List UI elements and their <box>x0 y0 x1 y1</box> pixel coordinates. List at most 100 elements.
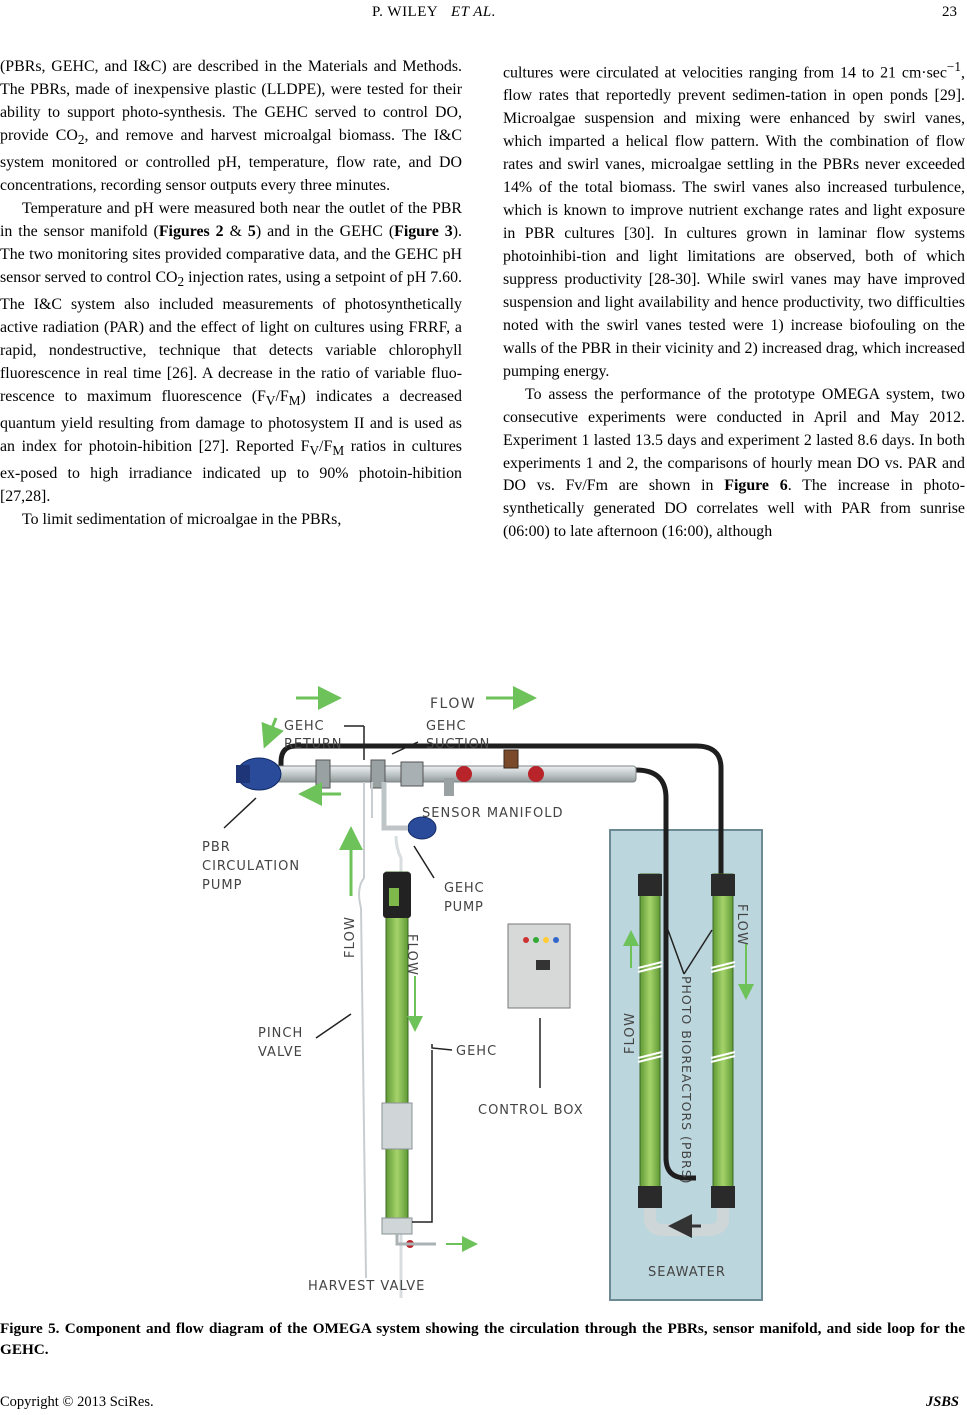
gehc-suction-label: GEHC <box>426 719 466 734</box>
figure-reference: Figures 2 <box>158 222 224 240</box>
leader-line <box>667 929 713 975</box>
right-text-column: cultures were circulated at velocities r… <box>503 56 965 544</box>
gehc-pump-label: GEHC <box>444 881 484 896</box>
text-run: , and remove and harvest microalgal biom… <box>0 126 462 194</box>
leader-line <box>413 845 435 879</box>
figure-reference: 5 <box>247 222 256 240</box>
pbr-cap <box>638 874 662 896</box>
text-run: Temperature and pH were measured both ne… <box>0 199 462 240</box>
text-run: cultures were circulated at velocities r… <box>503 64 947 82</box>
gehc-column <box>385 871 409 1223</box>
red-valve-handle <box>456 766 472 782</box>
subscript: 2 <box>77 132 85 148</box>
omega-system-diagram: FLOW GEHC RETURN GEHC SUCTION SENSOR MAN… <box>196 678 764 1304</box>
figure-reference: Figure 3 <box>394 222 453 240</box>
page-header: P. WILEY ET AL. 23 <box>0 2 967 26</box>
flow-label: FLOW <box>404 934 419 976</box>
text-run: To assess the performance of the prototy… <box>503 385 965 495</box>
left-text-column: (PBRs, GEHC, and I&C) are described in t… <box>0 56 462 532</box>
text-run: , flow rates that reportedly prevent sed… <box>503 64 965 380</box>
text-run: (PBRs, GEHC, and I&C) are described in t… <box>0 58 462 144</box>
text-run: ratios in cultures ex-posed to high irra… <box>0 437 462 505</box>
control-box <box>507 923 571 1009</box>
leader-line <box>223 797 257 829</box>
pinch-valve-label: VALVE <box>258 1045 303 1060</box>
indicator-light <box>543 937 549 943</box>
gehc-suction-label: SUCTION <box>426 737 490 752</box>
tube-break <box>710 1051 736 1063</box>
indicator-light <box>533 937 539 943</box>
text-run: ) indicates a decreased quantum yield re… <box>0 387 462 455</box>
gehc-pump-label: PUMP <box>444 900 484 915</box>
figure-5-diagram: FLOW GEHC RETURN GEHC SUCTION SENSOR MAN… <box>196 678 764 1304</box>
author-name: P. WILEY <box>372 4 439 20</box>
supply-hose <box>278 743 724 883</box>
pbr-tube-right <box>712 873 734 1203</box>
figure-reference: Figure 6 <box>724 477 788 495</box>
paragraph: To assess the performance of the prototy… <box>503 384 965 545</box>
indicator-light <box>523 937 529 943</box>
pinch-valve-label: PINCH <box>258 1026 303 1041</box>
gehc-pump-line <box>381 782 408 831</box>
return-hose <box>281 767 696 1181</box>
sensor-manifold-label: SENSOR MANIFOLD <box>422 806 563 821</box>
photobioreactors-label: PHOTO BIOREACTORS (PBRS) <box>679 976 694 1185</box>
red-valve-handle <box>528 766 544 782</box>
copyright-notice: Copyright © 2013 SciRes. <box>0 1394 154 1410</box>
pbr-pump-label: CIRCULATION <box>202 859 300 874</box>
pbr-cap <box>638 1186 662 1208</box>
gehc-sensor <box>389 888 399 906</box>
pbr-pump-label: PUMP <box>202 878 242 893</box>
flow-label: FLOW <box>623 1012 638 1054</box>
text-run: . The increase in photo-synthetically ge… <box>503 477 965 541</box>
control-box-label: CONTROL BOX <box>478 1103 584 1118</box>
gehc-return-tube <box>394 835 403 1298</box>
page-number: 23 <box>942 4 957 20</box>
superscript: −1 <box>946 59 962 74</box>
paragraph: Temperature and pH were measured both ne… <box>0 198 462 509</box>
pbr-pump-label: PBR <box>202 840 231 855</box>
harvest-valve-label: HARVEST VALVE <box>308 1279 425 1294</box>
subscript: M <box>332 442 345 458</box>
subscript: M <box>288 392 301 408</box>
gehc-label: GEHC <box>456 1044 497 1059</box>
gehc-bracket <box>412 1044 453 1223</box>
text-run: /F <box>319 437 333 455</box>
subscript: 2 <box>177 273 185 289</box>
flow-label: FLOW <box>430 696 476 712</box>
valve <box>315 759 331 789</box>
gehc-return-label: GEHC <box>284 719 324 734</box>
valve <box>370 759 386 789</box>
journal-abbreviation: JSBS <box>925 1394 959 1410</box>
gehc-fitting <box>381 1102 413 1150</box>
text-run: injection rates, using a setpoint of pH … <box>0 268 462 405</box>
running-head-authors: P. WILEY ET AL. <box>372 4 496 21</box>
paragraph: (PBRs, GEHC, and I&C) are described in t… <box>0 56 462 198</box>
text-run: /F <box>275 387 289 405</box>
text-run: ) and in the GEHC ( <box>255 222 395 240</box>
flow-label: FLOW <box>734 904 749 946</box>
pbr-cap <box>711 1186 735 1208</box>
tube-break <box>710 961 736 973</box>
pbr-cap <box>711 874 735 896</box>
gehc-bottom-cap <box>381 1217 413 1235</box>
text-run: & <box>223 222 248 240</box>
gehc-return-tube <box>358 782 367 1279</box>
sensor-probe <box>503 749 519 769</box>
control-display <box>536 960 550 970</box>
et-al: ET AL. <box>450 4 496 20</box>
subscript: V <box>265 392 276 408</box>
leader-line <box>315 1013 352 1039</box>
tube-break <box>637 1051 663 1063</box>
flow-arrow <box>261 717 284 749</box>
paragraph: To limit sedimentation of microalgae in … <box>22 510 342 528</box>
indicator-light <box>553 937 559 943</box>
paragraph: cultures were circulated at velocities r… <box>503 56 965 384</box>
harvest-line <box>395 1234 436 1246</box>
pump-motor-cap <box>236 765 250 783</box>
drain-fitting <box>444 778 454 796</box>
pbr-tube-left <box>639 873 661 1203</box>
text-run: ). The two monitoring sites provided com… <box>0 222 462 286</box>
figure-caption: Figure 5. Component and flow diagram of … <box>0 1320 965 1358</box>
flow-label: FLOW <box>343 916 358 958</box>
